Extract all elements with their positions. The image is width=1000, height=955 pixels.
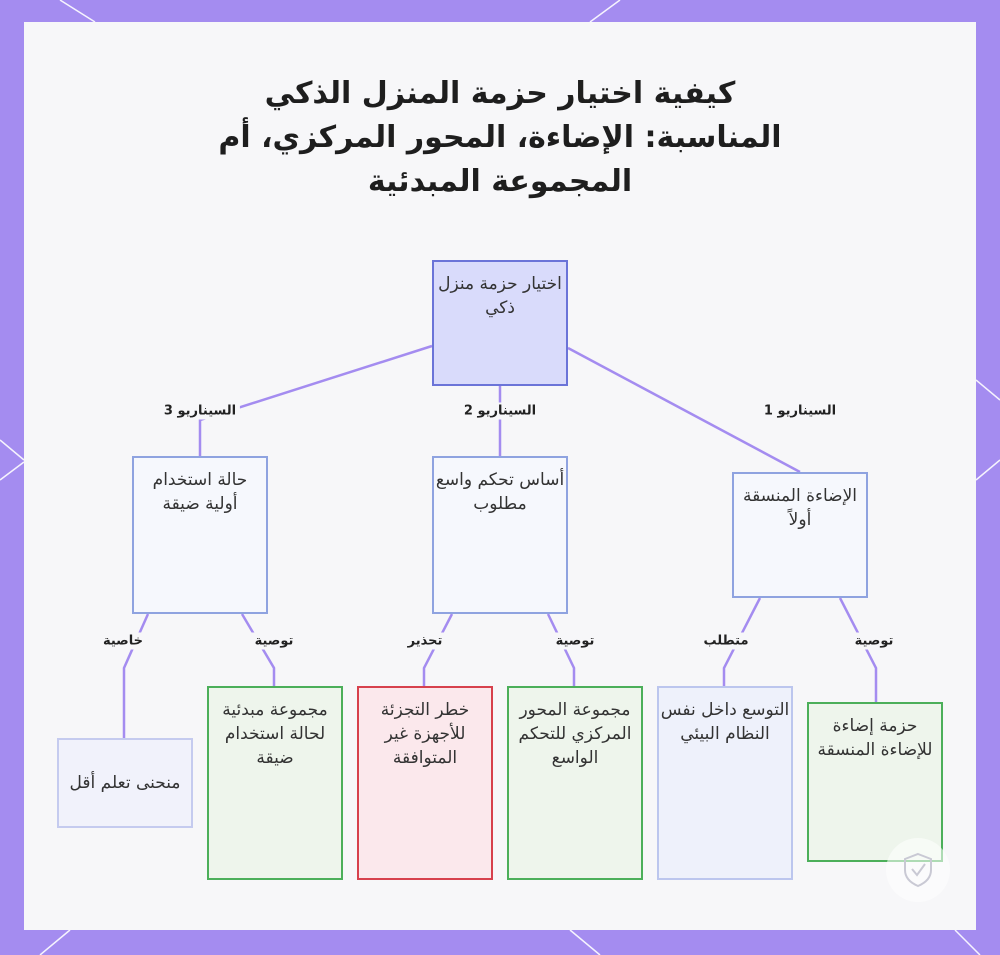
edge-label-requirement: متطلب (699, 632, 753, 650)
edge-label-warning: تحذير (403, 632, 447, 650)
node-narrow-use: حالة استخدام أولية ضيقة (132, 456, 268, 614)
edge-label-scenario2: السيناريو 2 (459, 402, 541, 420)
node-lighting-first: الإضاءة المنسقة أولاً (732, 472, 868, 598)
edge-label-property: خاصية (98, 632, 148, 650)
node-wide-control: أساس تحكم واسع مطلوب (432, 456, 568, 614)
node-learning-curve: منحنى تعلم أقل (57, 738, 193, 828)
edge-root-scenario3 (198, 344, 433, 456)
edge-label-hub-recommendation: توصية (551, 632, 599, 650)
edge-label-scenario1: السيناريو 1 (759, 402, 841, 420)
diagram-title: كيفية اختيار حزمة المنزل الذكي المناسبة:… (218, 76, 782, 199)
edge-narrow-recommendation (240, 613, 276, 686)
edge-wide-warning (422, 613, 454, 686)
node-wide-control-label: أساس تحكم واسع مطلوب (435, 470, 565, 514)
edge-wide-recommendation (546, 613, 576, 686)
node-root: اختيار حزمة منزل ذكي (432, 260, 568, 386)
node-ecosystem: التوسع داخل نفس النظام البيئي (657, 686, 793, 880)
edge-lighting-requirement (722, 597, 762, 686)
node-narrow-use-label: حالة استخدام أولية ضيقة (152, 470, 248, 514)
edge-label-scenario3: السيناريو 3 (159, 402, 241, 420)
node-hub-kit: مجموعة المحور المركزي للتحكم الواسع (507, 686, 643, 880)
node-starter-kit-label: مجموعة مبدئية لحالة استخدام ضيقة (222, 700, 328, 768)
node-fragmentation-label: خطر التجزئة للأجهزة غير المتوافقة (380, 700, 470, 768)
shield-logo-icon (904, 852, 932, 888)
edge-label-starter-recommendation: توصية (250, 632, 298, 650)
node-lighting-first-label: الإضاءة المنسقة أولاً (742, 486, 858, 530)
node-fragmentation: خطر التجزئة للأجهزة غير المتوافقة (357, 686, 493, 880)
node-hub-kit-label: مجموعة المحور المركزي للتحكم الواسع (518, 700, 632, 768)
watermark (886, 838, 950, 902)
node-lighting-kit-label: حزمة إضاءة للإضاءة المنسقة (817, 716, 933, 760)
node-ecosystem-label: التوسع داخل نفس النظام البيئي (660, 700, 790, 744)
edge-label-lighting-recommendation: توصية (850, 632, 898, 650)
node-starter-kit: مجموعة مبدئية لحالة استخدام ضيقة (207, 686, 343, 880)
edge-lighting-recommendation (838, 597, 878, 702)
node-root-label: اختيار حزمة منزل ذكي (438, 274, 562, 318)
edge-root-scenario1 (567, 346, 801, 474)
node-lighting-kit: حزمة إضاءة للإضاءة المنسقة (807, 702, 943, 862)
node-learning-curve-label: منحنى تعلم أقل (69, 773, 181, 793)
edge-narrow-property (122, 613, 150, 738)
